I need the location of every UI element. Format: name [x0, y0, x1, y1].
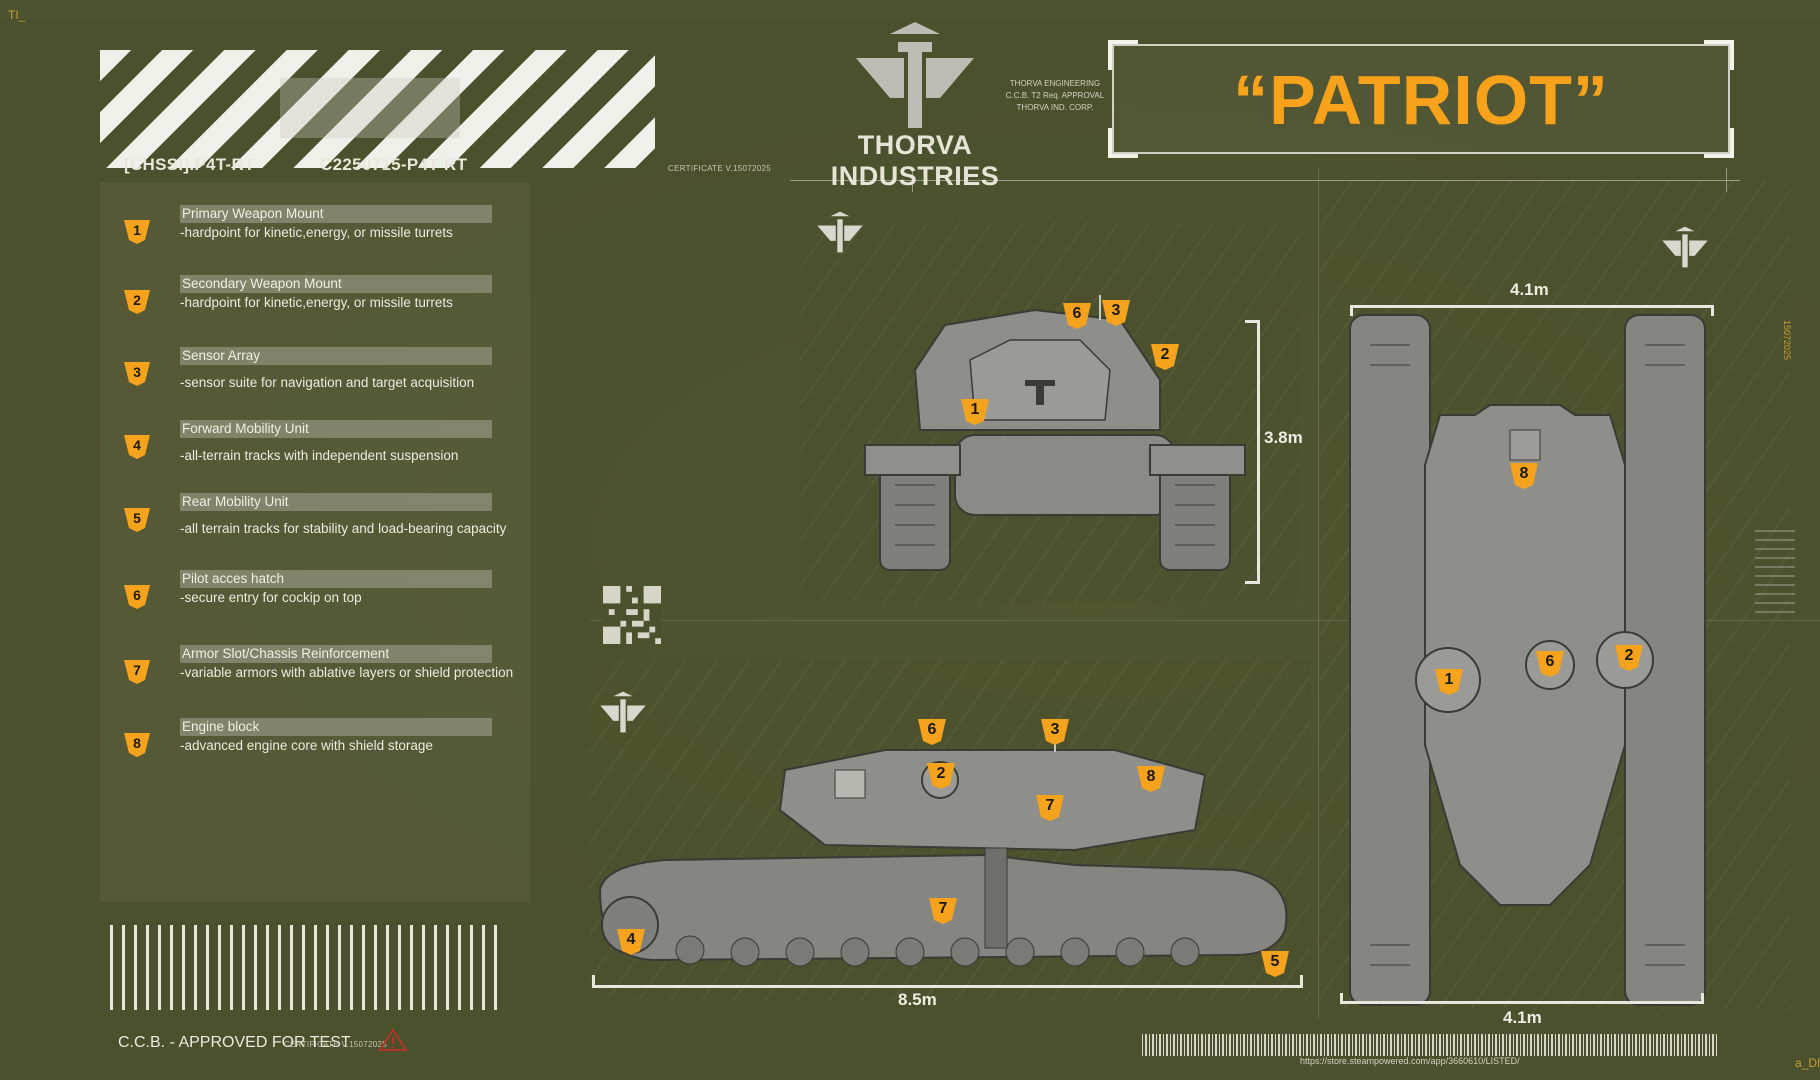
marker-3-side: 3 [1040, 718, 1070, 746]
chassis-code: [CHSSI].P4T-RT [124, 155, 255, 174]
marker-8-top: 8 [1509, 462, 1539, 490]
store-url: https://store.steampowered.com/app/36606… [1300, 1056, 1520, 1066]
thorva-logo-small [598, 690, 648, 739]
component-description: -all terrain tracks for stability and lo… [180, 521, 507, 536]
brand-name: THORVA INDUSTRIES [830, 130, 1000, 191]
component-description: -hardpoint for kinetic,energy, or missil… [180, 295, 453, 310]
component-badge: 6 [123, 584, 151, 610]
footer-certificate: CERTIFICATE V.15072025 [284, 1040, 387, 1049]
guide-line-vertical [1318, 168, 1319, 1018]
top-view-vehicle [1340, 305, 1710, 1010]
hazard-stripes [100, 50, 655, 168]
marker-1-top: 1 [1434, 668, 1464, 696]
bottom-barcode [1142, 1034, 1717, 1056]
marker-6-top: 6 [1535, 650, 1565, 678]
width-dimension-line-bottom [1340, 993, 1704, 1004]
component-name: Forward Mobility Unit [180, 420, 492, 438]
width-label-bottom: 4.1m [1503, 1008, 1542, 1027]
marker-7-side-lower: 7 [928, 897, 958, 925]
component-badge: 8 [123, 732, 151, 758]
guide-tick [1726, 168, 1727, 192]
guide-tick [912, 168, 913, 192]
thorva-logo [850, 20, 980, 130]
edge-ticks [1755, 530, 1795, 620]
marker-8-side: 8 [1136, 765, 1166, 793]
barcode-strip [110, 925, 500, 1010]
length-label: 8.5m [898, 990, 937, 1009]
component-item: 7 Armor Slot/Chassis Reinforcement -variab… [120, 645, 520, 705]
approval-label: C.C.B. - APPROVED FOR TEST [118, 1034, 351, 1051]
component-name: Rear Mobility Unit [180, 493, 492, 511]
component-description: -sensor suite for navigation and target … [180, 375, 475, 390]
marker-3: 3 [1101, 299, 1131, 327]
component-item: 3 Sensor Array -sensor suite for navigatio… [120, 347, 520, 407]
length-dimension-line [592, 975, 1303, 988]
component-badge: 2 [123, 289, 151, 315]
component-item: 6 Pilot acces hatch -secure entry for cock… [120, 570, 520, 630]
component-description: -variable armors with ablative layers or… [180, 665, 514, 680]
component-badge: 5 [123, 507, 151, 533]
brand-sub-lines: THORVA ENGINEERING C.C.B. T2 Req. APPROV… [1005, 79, 1105, 112]
guide-line [790, 180, 1740, 181]
warning-icon [378, 1028, 408, 1052]
component-description: -secure entry for cockip on top [180, 590, 362, 605]
component-item: 8 Engine block -advanced engine core with … [120, 718, 520, 778]
component-item: 4 Forward Mobility Unit -all-terrain track… [120, 420, 520, 480]
front-view-vehicle [860, 290, 1250, 580]
component-badge: 3 [123, 361, 151, 387]
component-description: -all-terrain tracks with independent sus… [180, 448, 459, 463]
title-frame: “PATRIOT” [1108, 40, 1734, 158]
qr-code [603, 586, 661, 644]
height-label: 3.8m [1264, 428, 1303, 447]
serial-code: C2250715-P4T-RT [320, 155, 468, 174]
component-badge: 4 [123, 434, 151, 460]
width-label-top: 4.1m [1510, 280, 1549, 299]
component-name: Secondary Weapon Mount [180, 275, 492, 293]
component-name: Primary Weapon Mount [180, 205, 492, 223]
component-item: 5 Rear Mobility Unit -all terrain tracks f… [120, 493, 520, 553]
guide-line [590, 620, 1820, 621]
width-dimension-line-top [1350, 305, 1714, 316]
component-badge: 1 [123, 219, 151, 245]
corner-tag-top-left: TI_ [8, 8, 26, 22]
side-view-vehicle [595, 730, 1295, 990]
marker-4-side: 4 [616, 928, 646, 956]
marker-6-side: 6 [917, 718, 947, 746]
marker-2: 2 [1150, 343, 1180, 371]
component-name: Armor Slot/Chassis Reinforcement [180, 645, 492, 663]
thorva-logo-small [1660, 225, 1710, 274]
vehicle-title: “PATRIOT” [1233, 61, 1609, 139]
component-description: -hardpoint for kinetic,energy, or missil… [180, 225, 453, 240]
marker-1: 1 [960, 398, 990, 426]
marker-6: 6 [1062, 302, 1092, 330]
component-name: Pilot acces hatch [180, 570, 492, 588]
component-description: -advanced engine core with shield storag… [180, 738, 433, 753]
component-name: Engine block [180, 718, 492, 736]
marker-7-side: 7 [1035, 794, 1065, 822]
component-panel [100, 182, 530, 902]
component-badge: 7 [123, 659, 151, 685]
thorva-logo-small [815, 210, 865, 259]
certificate-label: CERTIFICATE V.15072025 [668, 164, 771, 173]
side-tag: 15072025 [1782, 320, 1792, 361]
component-item: 1 Primary Weapon Mount -hardpoint for kine… [120, 205, 520, 265]
marker-2-top: 2 [1614, 644, 1644, 672]
corner-tag-bottom-right: a_DI [1795, 1056, 1820, 1070]
top-band [0, 0, 1820, 18]
marker-5-side: 5 [1260, 950, 1290, 978]
marker-2-side: 2 [926, 762, 956, 790]
height-dimension-line [1245, 320, 1260, 584]
component-item: 2 Secondary Weapon Mount -hardpoint for ki… [120, 275, 520, 335]
component-name: Sensor Array [180, 347, 492, 365]
